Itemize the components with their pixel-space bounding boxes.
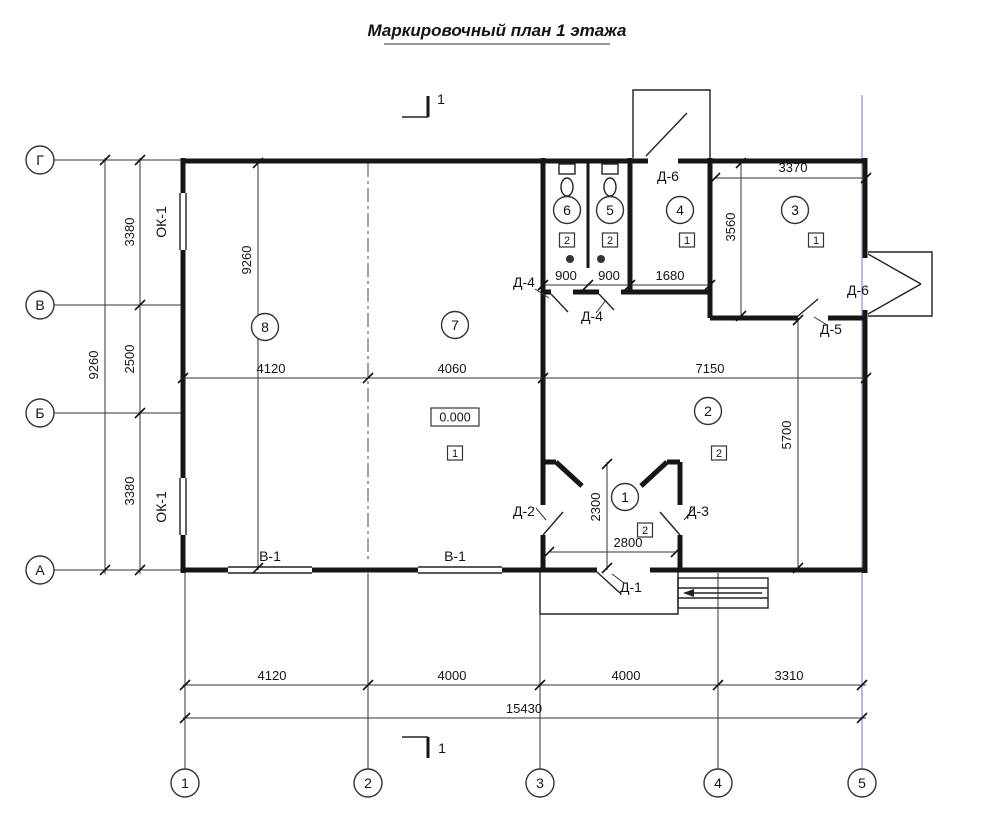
dimension-lines [104,158,866,719]
axis-label: Г [36,152,44,168]
axis-label: 5 [858,775,866,791]
dim-label: 2500 [122,345,137,374]
section-number: 1 [437,91,445,107]
room-number: 4 [676,202,684,218]
toilet-icon [560,177,574,197]
door-label: Д-4 [513,274,535,290]
floor-mark: 2 [716,448,722,460]
room-number: 5 [606,202,614,218]
room-number: 7 [451,317,459,333]
axis-col-markers: 1 2 3 4 5 [170,768,877,798]
right-porch [867,251,933,317]
dim-label: 3560 [723,213,738,242]
window-label: В-1 [259,548,281,564]
room-number: 2 [704,403,712,419]
leader-lines [534,288,828,584]
dim-label: 2800 [614,535,643,550]
entrance-porch [539,572,769,615]
dim-label: 5700 [779,421,794,450]
toilet-icon [558,163,576,175]
top-porch [632,89,711,158]
dim-label: 3310 [775,668,804,683]
section-number: 1 [438,740,446,756]
dim-label: 4060 [438,361,467,376]
room-number: 3 [791,202,799,218]
toilet-icon [603,177,617,197]
axis-label: 3 [536,775,544,791]
room-number: 8 [261,319,269,335]
door-label: Д-4 [581,308,603,324]
dim-label: 3380 [122,477,137,506]
floor-mark: 2 [564,235,570,247]
room-number: 6 [563,202,571,218]
dimension-labels: 9260 3380 2500 3380 9260 4120 4060 7150 … [86,160,807,716]
dim-label: 1680 [656,268,685,283]
window-label: ОК-1 [153,206,169,238]
door-label: Д-5 [820,321,842,337]
dim-label: 4120 [257,361,286,376]
axis-label: А [35,562,45,578]
toilet-icon [601,163,619,175]
window-label: В-1 [444,548,466,564]
dim-label: 3370 [779,160,808,175]
entry-arrow-icon [683,589,694,597]
dim-label: 4120 [258,668,287,683]
axis-label: Б [35,405,44,421]
axis-row-markers: Г В Б А [25,145,55,585]
drawing-title: Маркировочный план 1 этажа [368,21,627,45]
drain-icon [597,255,605,263]
axis-label: 1 [181,775,189,791]
door-leaves [542,293,819,594]
dim-label: 4000 [612,668,641,683]
section-mark-bottom: 1 [402,736,446,758]
floor-type-marks: 2 2 1 1 1 2 2 [446,232,825,538]
dim-label: 4000 [438,668,467,683]
door-label: Д-6 [657,168,679,184]
dim-label: 3380 [122,218,137,247]
door-label: Д-3 [687,503,709,519]
dim-label: 2300 [588,493,603,522]
axis-label: 2 [364,775,372,791]
dim-label: 900 [555,268,577,283]
dim-label: 7150 [696,361,725,376]
floor-mark: 2 [607,235,613,247]
section-mark-top: 1 [402,91,445,118]
dim-label: 900 [598,268,620,283]
elevation-value: 0.000 [439,411,470,425]
drain-icon [566,255,574,263]
window-symbols [179,193,502,574]
dim-label: 15430 [506,701,542,716]
dimension-ticks [99,154,872,724]
window-label: ОК-1 [153,491,169,523]
floor-mark: 1 [684,235,690,247]
floor-mark: 1 [813,235,819,247]
door-label: Д-1 [620,579,642,595]
page-title: Маркировочный план 1 этажа [368,21,627,40]
axis-label: 4 [714,775,722,791]
room-number: 1 [621,489,629,505]
floor-mark: 1 [452,448,458,460]
elevation-mark: 0.000 [430,407,480,427]
dim-label: 9260 [86,351,101,380]
axis-label: В [35,297,44,313]
mark-labels: ОК-1 ОК-1 В-1 В-1 Д-6 Д-4 Д-4 Д-6 Д-5 Д-… [153,168,869,595]
floor-mark: 2 [642,525,648,537]
dim-label: 9260 [239,246,254,275]
walls [180,158,868,573]
door-label: Д-2 [513,503,535,519]
room-markers: 8 7 6 5 4 3 2 1 [250,195,810,512]
door-label: Д-6 [847,282,869,298]
